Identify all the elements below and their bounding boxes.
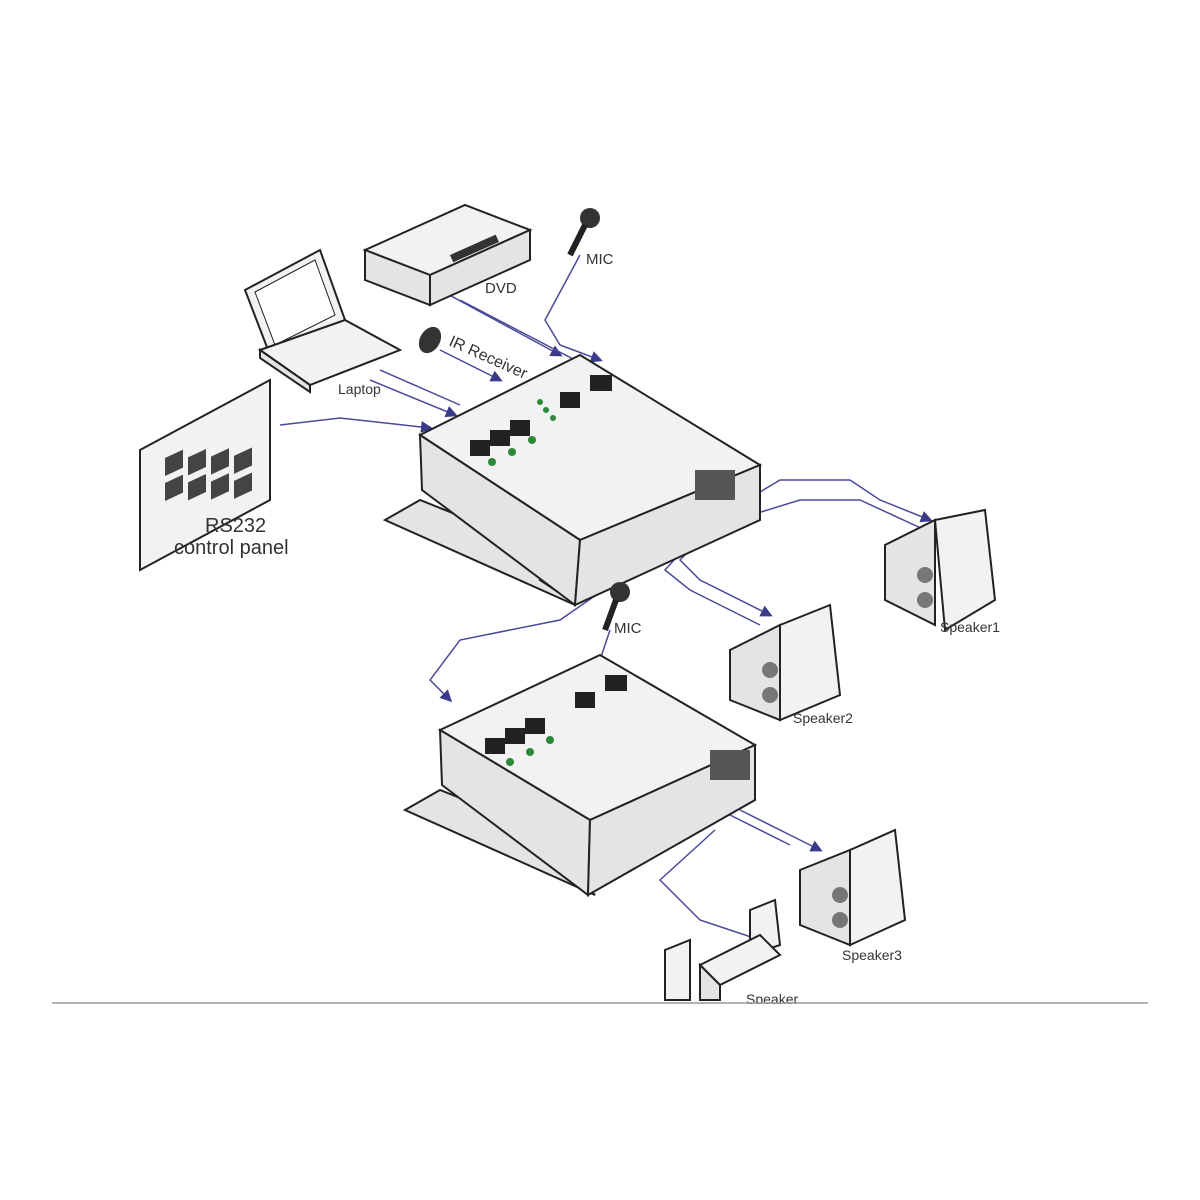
- microphone-top: [567, 208, 600, 257]
- label-mic-bottom: MIC: [614, 620, 642, 637]
- hifi-speaker-system: [664, 898, 782, 1001]
- rs232-control-panel: [139, 378, 271, 572]
- speaker-1: [884, 508, 997, 632]
- label-speaker3: Speaker3: [842, 947, 902, 963]
- label-ir-receiver: IR Receiver: [446, 333, 530, 383]
- dvd-player: [362, 203, 533, 307]
- ir-receiver-device: [418, 326, 442, 354]
- label-dvd: DVD: [485, 280, 517, 297]
- microphone-bottom: [602, 582, 630, 632]
- label-laptop: Laptop: [338, 381, 381, 397]
- amplifier-unit-2: [402, 653, 758, 897]
- amplifier-unit-1: [382, 353, 763, 607]
- speaker-3: [799, 828, 907, 947]
- label-control-panel: control panel: [174, 537, 289, 559]
- label-speaker2: Speaker2: [793, 710, 853, 726]
- label-speaker1: Speaker1: [940, 619, 1000, 635]
- label-rs232: RS232: [205, 515, 266, 537]
- speaker-2: [729, 603, 842, 722]
- label-mic-top: MIC: [586, 251, 614, 268]
- laptop-device: [243, 248, 403, 394]
